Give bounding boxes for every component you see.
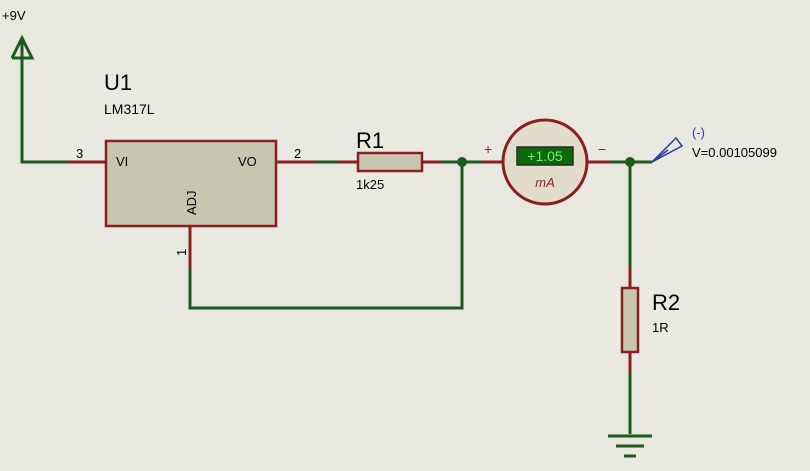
regulator-ref: U1 — [104, 70, 132, 95]
probe-arrow-icon — [651, 136, 684, 163]
pin-vo-number: 2 — [294, 146, 301, 161]
probe-label: (-) — [692, 125, 705, 140]
probe-reading: V=0.00105099 — [692, 145, 777, 160]
meter-unit: mA — [535, 175, 555, 190]
pin-vo-label: VO — [238, 154, 257, 169]
pin-vi-label: VI — [116, 154, 128, 169]
meter-reading: +1.05 — [527, 148, 563, 164]
regulator-body[interactable] — [104, 139, 278, 228]
ammeter[interactable]: +1.05 mA + − — [484, 118, 606, 206]
power-terminal[interactable]: +9V — [2, 8, 35, 60]
resistor-r2[interactable]: R2 1R — [620, 286, 680, 354]
pin-stubs — [68, 160, 632, 372]
r1-value: 1k25 — [356, 177, 384, 192]
regulator-part: LM317L — [104, 101, 155, 117]
wire-adj-feedback[interactable] — [188, 162, 464, 310]
r2-value: 1R — [652, 320, 669, 335]
power-label: +9V — [2, 8, 26, 23]
wire-power-to-vi[interactable] — [20, 60, 68, 164]
meter-plus-sign: + — [484, 141, 492, 157]
r2-ref: R2 — [652, 290, 680, 315]
r2-body[interactable] — [620, 286, 640, 354]
resistor-r1[interactable]: R1 1k25 — [356, 128, 424, 192]
pin-adj-number: 1 — [174, 249, 189, 256]
regulator-u1[interactable]: U1 LM317L VI VO ADJ 3 2 1 — [76, 70, 301, 256]
ground-icon[interactable] — [608, 434, 652, 458]
meter-minus-sign: − — [598, 141, 606, 157]
pin-adj-label: ADJ — [184, 190, 199, 215]
r1-body[interactable] — [356, 151, 424, 173]
meter-display — [516, 146, 574, 166]
junction-dot-feedback — [457, 157, 467, 167]
r1-ref: R1 — [356, 128, 384, 153]
voltage-probe[interactable]: (-) V=0.00105099 — [651, 125, 777, 163]
pin-vi-number: 3 — [76, 146, 83, 161]
junction-dot-output — [625, 157, 635, 167]
